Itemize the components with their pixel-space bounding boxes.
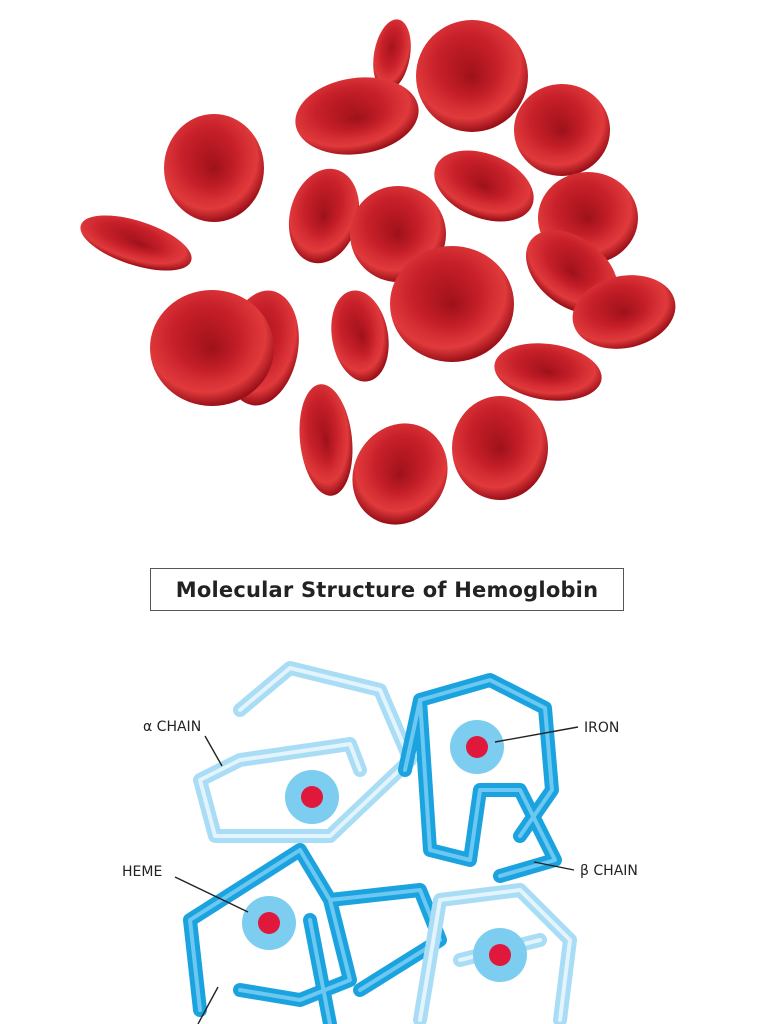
alpha-chain-leader: [204, 735, 223, 767]
beta-chain-top: [398, 673, 562, 883]
rbc-19: [352, 423, 448, 525]
beta-chain-leader: [533, 861, 575, 871]
heme-group-3: [242, 896, 296, 950]
rbc-9: [434, 150, 534, 222]
heme-label: HEME: [122, 864, 162, 880]
rbc-4: [416, 20, 528, 132]
beta-chain-label: β CHAIN: [580, 863, 638, 879]
alpha-chain-top-highlight: [198, 666, 412, 838]
iron-leader: [494, 726, 579, 743]
rbc-15: [150, 290, 274, 406]
rbc-3: [373, 19, 411, 91]
heme-leader: [174, 876, 249, 913]
rbc-2: [80, 215, 192, 271]
beta-chain-bottom-highlight: [188, 848, 442, 1024]
iron-label: IRON: [584, 720, 619, 736]
rbc-16: [331, 290, 389, 382]
heme-group-2: [450, 720, 504, 774]
alpha-chain-label: α CHAIN: [143, 719, 201, 735]
diagram-title: Molecular Structure of Hemoglobin: [150, 568, 624, 611]
rbc-5: [295, 77, 419, 155]
hemoglobin-diagram: α CHAIN IRON HEME β CHAIN: [122, 661, 638, 1024]
rbc-11: [390, 246, 514, 362]
rbc-17: [494, 343, 602, 401]
rbc-13: [572, 275, 676, 349]
rbc-7: [288, 168, 360, 264]
red-blood-cells-illustration: [80, 19, 676, 525]
heme-group-1: [285, 770, 339, 824]
rbc-18: [299, 384, 353, 496]
lower-leader: [197, 986, 219, 1024]
heme-group-4: [473, 928, 527, 982]
beta-chain-top-highlight: [403, 678, 557, 878]
rbc-1: [164, 114, 264, 222]
rbc-20: [452, 396, 548, 500]
rbc-6: [514, 84, 610, 176]
